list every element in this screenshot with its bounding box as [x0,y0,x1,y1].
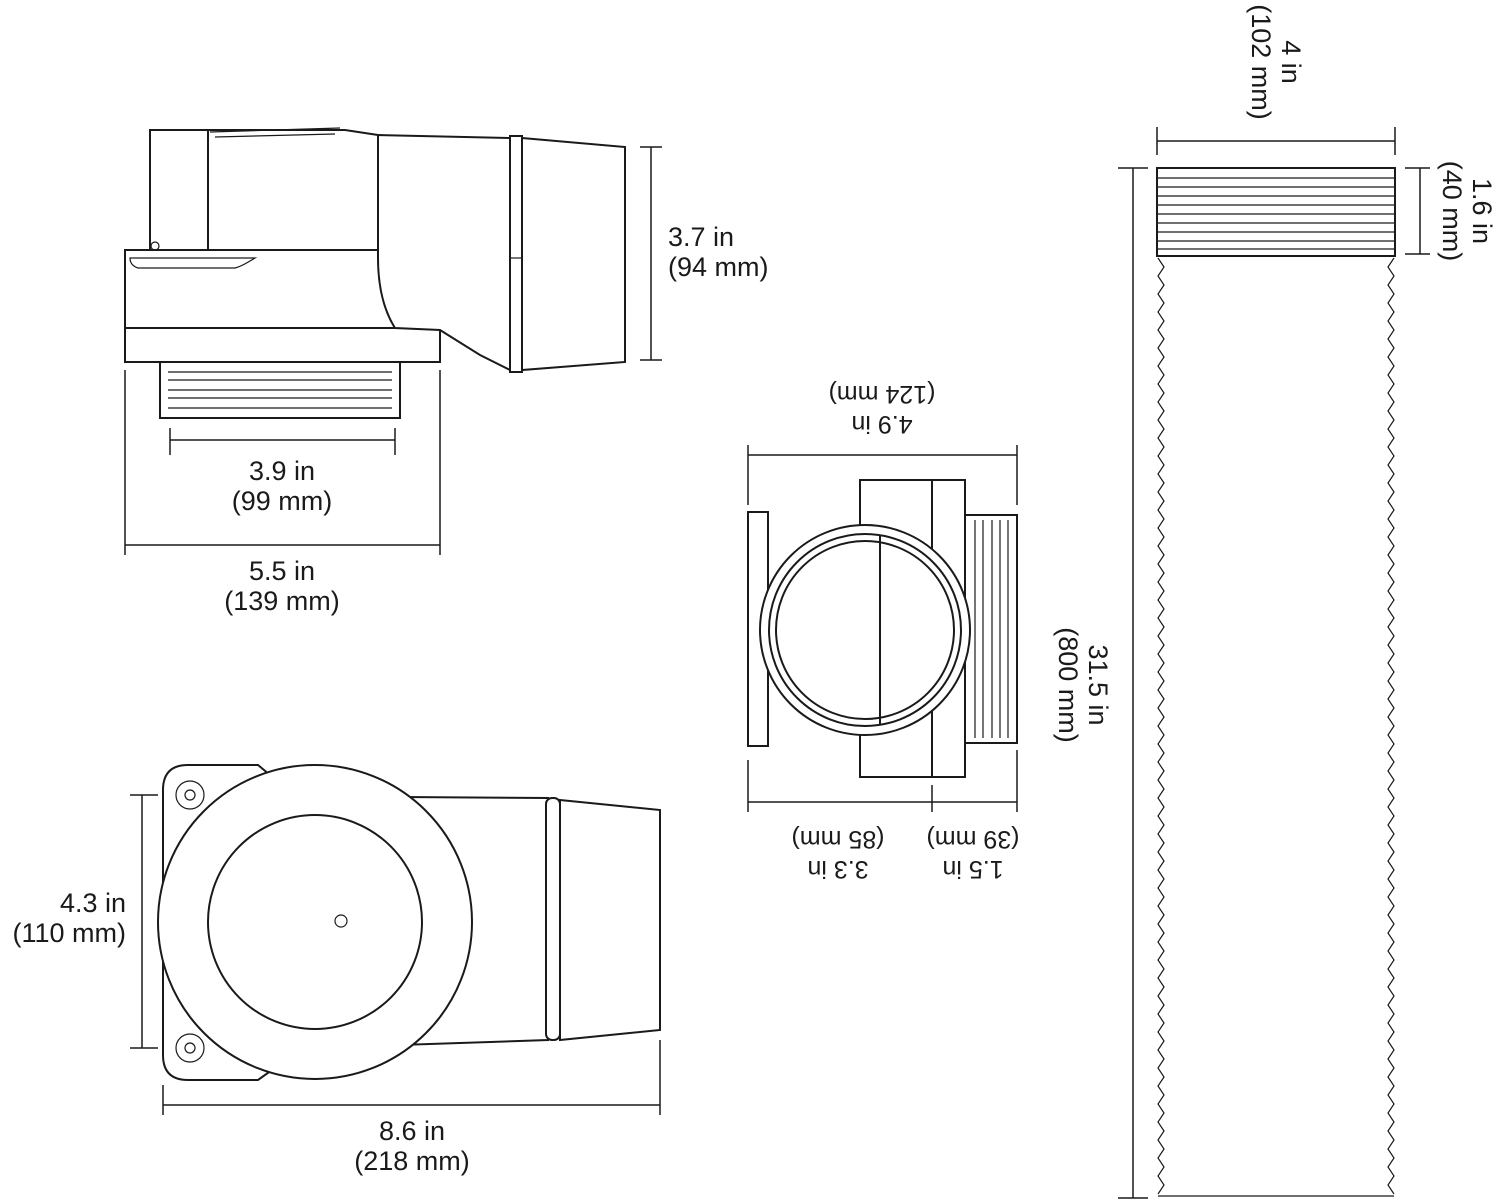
top-view-drawing [130,764,661,1115]
front-body-depth-metric: (85 mm) [791,825,884,853]
hose-cuff-length-metric: (40 mm) [1437,161,1467,262]
front-body-depth-value: 3.3 in [807,855,868,883]
side-thread-width-metric: (99 mm) [232,486,333,516]
side-height-value: 3.7 in [668,222,734,252]
top-length-value: 8.6 in [379,1116,445,1146]
front-diameter-value: 4.9 in [851,410,912,438]
side-view-drawing [124,127,662,555]
front-view-drawing [747,445,1018,812]
top-width-metric: (110 mm) [12,918,126,948]
top-length-metric: (218 mm) [354,1146,470,1176]
side-thread-width-value: 3.9 in [249,456,315,486]
side-base-width-value: 5.5 in [249,556,315,586]
side-height-metric: (94 mm) [668,252,769,282]
hose-diameter-metric: (102 mm) [1246,4,1276,120]
hose-length-value: 31.5 in [1083,644,1113,725]
hose-right-edge [1387,257,1395,1195]
hose-length-metric: (800 mm) [1053,627,1083,743]
hose-cuff-length-value: 1.6 in [1467,178,1497,244]
hose-diameter-value: 4 in [1276,40,1306,84]
side-base-width-metric: (139 mm) [224,586,340,616]
top-width-value: 4.3 in [60,888,126,918]
hose-left-edge [1157,257,1165,1195]
front-diameter-metric: (124 mm) [829,380,936,408]
hose-drawing [1118,127,1430,1199]
front-thread-depth-value: 1.5 in [942,855,1003,883]
front-thread-depth-metric: (39 mm) [926,825,1019,853]
